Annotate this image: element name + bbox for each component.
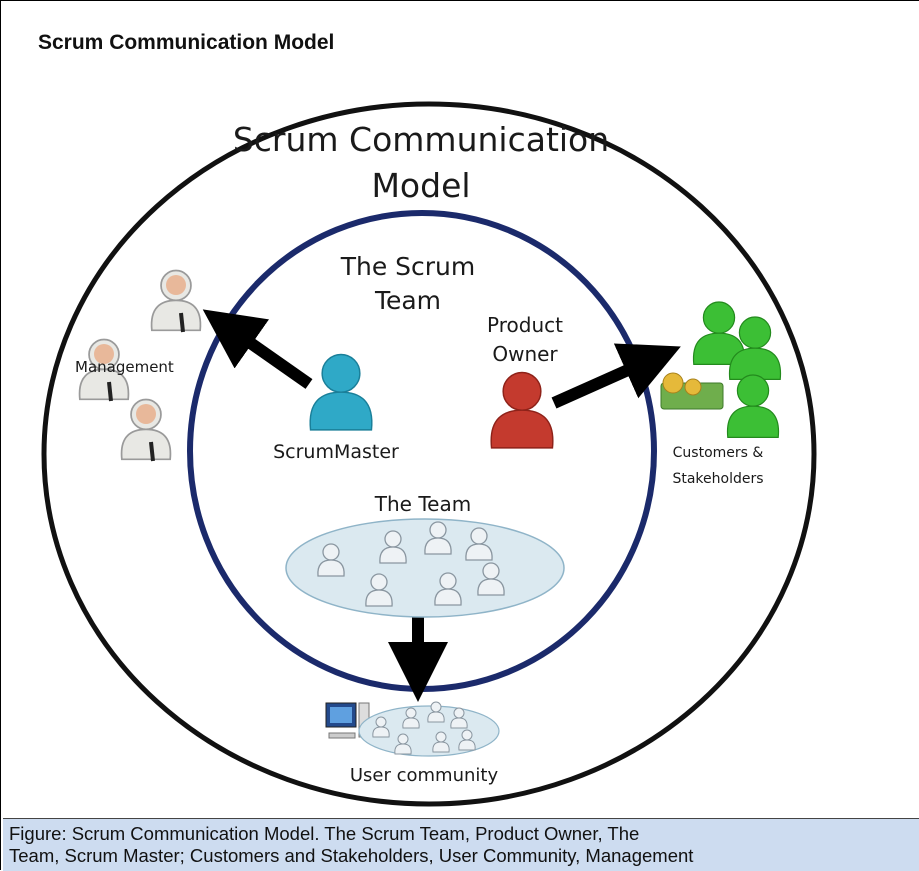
figure-caption: Figure: Scrum Communication Model. The S… [3, 818, 919, 871]
user-community-label: User community [350, 765, 499, 786]
product-owner-label-line1: Product [487, 313, 563, 337]
caption-line1: Figure: Scrum Communication Model. The S… [9, 823, 640, 844]
customers-label-line1: Customers & [673, 445, 764, 461]
outer-circle [41, 101, 817, 807]
customers-label-line2: Stakeholders [672, 471, 763, 487]
customers-people-icon [660, 301, 782, 438]
arrow-to-customers [551, 343, 681, 409]
page-title: Scrum Communication Model [38, 31, 335, 54]
diagram-title-line1: Scrum Communication [233, 120, 609, 159]
product-owner-icon [490, 371, 554, 449]
management-label: Management [75, 358, 174, 376]
caption-line2: Team, Scrum Master; Customers and Stakeh… [9, 845, 694, 866]
diagram-title-line2: Model [371, 166, 470, 205]
scrum-master-icon [309, 353, 373, 431]
scrum-team-title-line2: Team [374, 286, 441, 315]
arrow-to-management [202, 309, 313, 389]
scrum-communication-diagram: Scrum Communication Model The Scrum Team… [41, 101, 817, 807]
management-people-icon [78, 269, 202, 462]
scrum-master-label: ScrumMaster [273, 441, 399, 463]
the-team-label: The Team [374, 492, 471, 516]
scrum-team-title-line1: The Scrum [340, 252, 476, 281]
computer-icon [325, 702, 370, 739]
product-owner-label-line2: Owner [492, 342, 558, 366]
